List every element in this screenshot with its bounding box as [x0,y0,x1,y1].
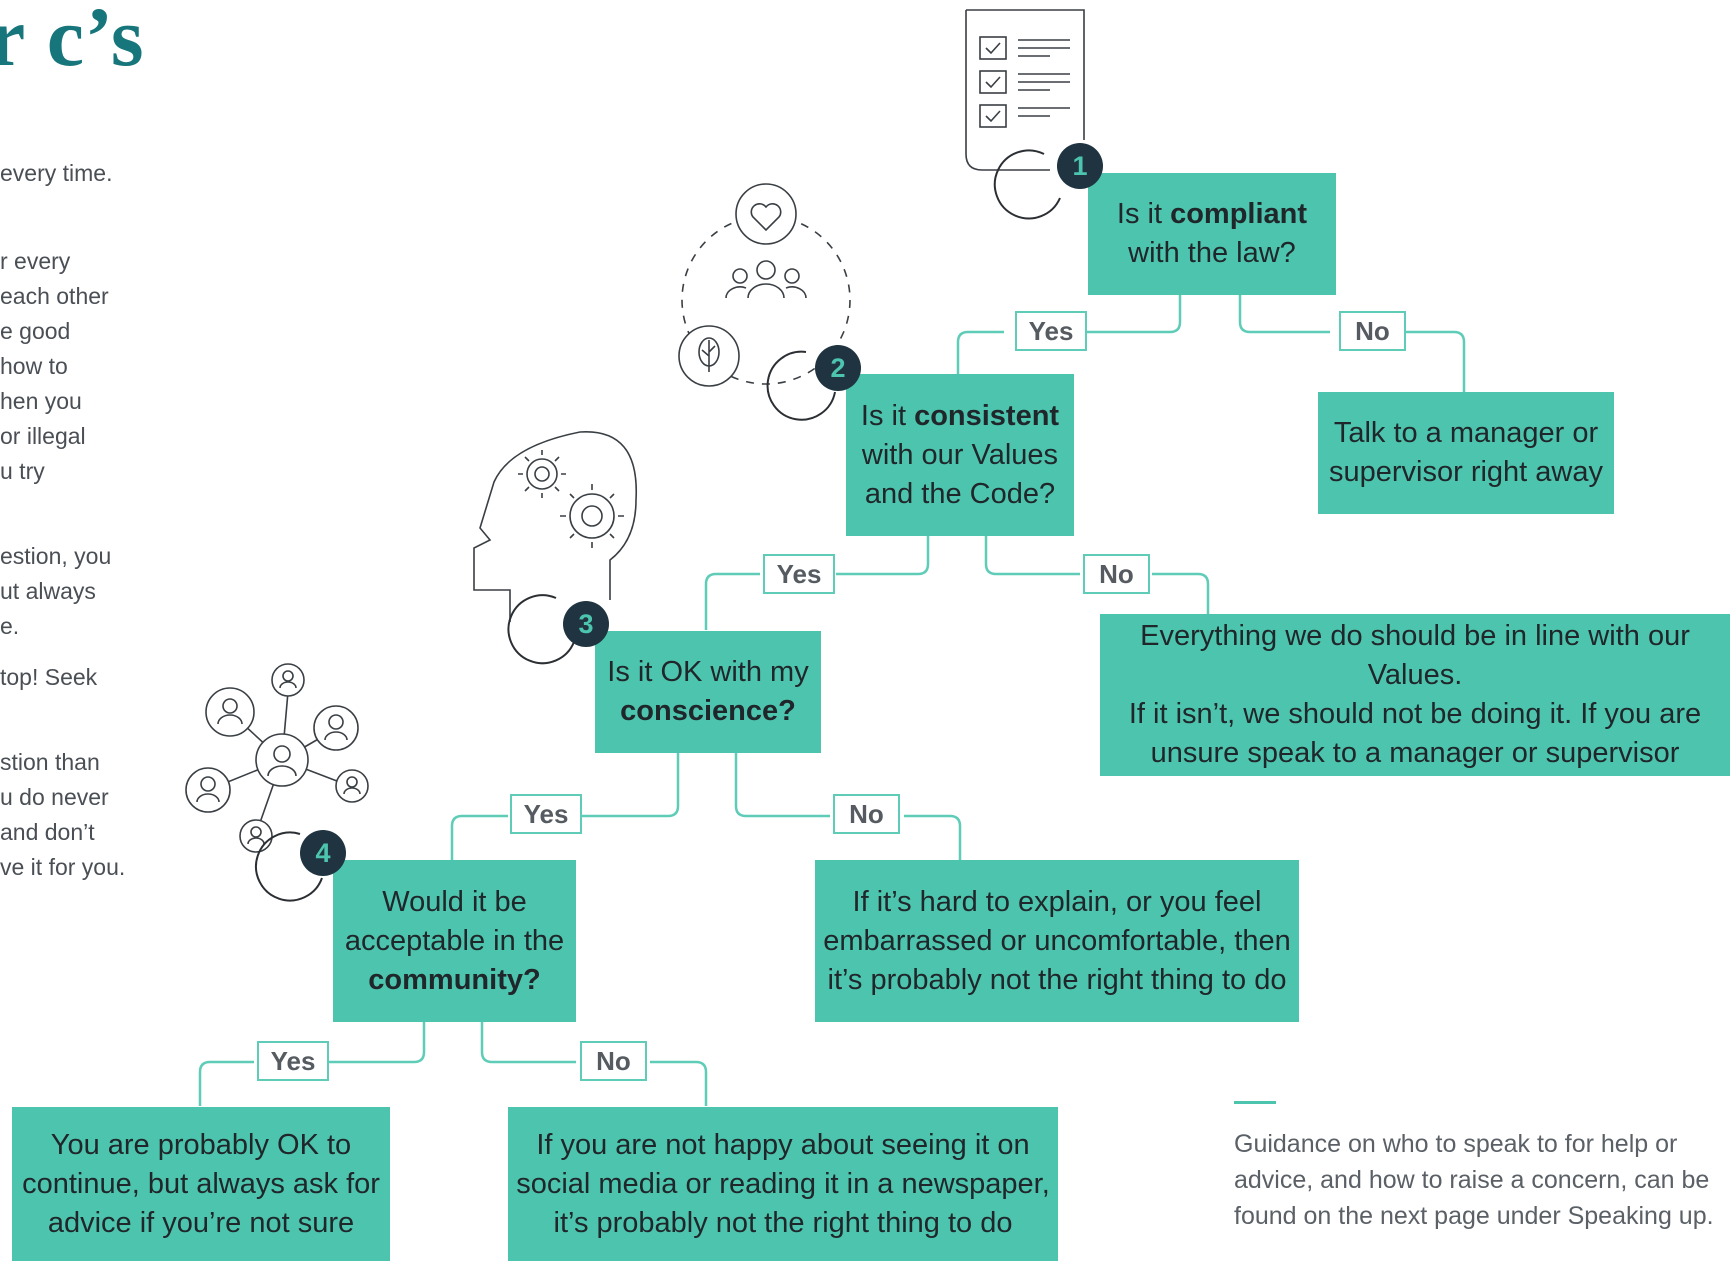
outcome-line: it’s probably not the right thing to do [553,1206,1013,1239]
values-icon [678,183,851,387]
side-line: each other [0,283,109,309]
side-line: estion, you [0,543,112,569]
outcome-line: If it’s hard to explain, or you feel [852,885,1262,918]
q2-bold: consistent [914,399,1060,432]
label-q1-no: No [1339,311,1406,351]
side-line: hen you [0,388,82,414]
side-line: how to [0,353,68,379]
question-3-box: Is it OK with my conscience? [595,631,821,753]
question-4-box: Would it be acceptable in the community? [333,860,576,1022]
checklist-icon [965,9,1085,171]
side-line: e good [0,318,71,344]
q4-bold: community? [368,963,541,996]
outcome-line: If you are not happy about seeing it on [536,1128,1030,1161]
outcome-line: it’s probably not the right thing to do [827,963,1287,996]
connector-q3-no [734,752,962,860]
side-line: ut always [0,578,96,604]
side-line: and don’t [0,819,95,845]
side-line: every time. [0,160,113,186]
outcome-q1-no: Talk to a manager or supervisor right awa… [1318,392,1614,514]
outcome-q3-no: If it’s hard to explain, or you feel emba… [815,860,1299,1022]
connector-q1-yes [956,294,1182,374]
outcome-line: Talk to a manager or [1333,417,1599,449]
q3-text: Is it OK with my [607,656,809,688]
outcome-q4-no: If you are not happy about seeing it on s… [508,1107,1058,1261]
side-line: u try [0,458,45,484]
side-line: stion than [0,749,100,775]
connector-q2-yes [704,534,930,630]
outcome-q4-yes: You are probably OK to continue, but alwa… [12,1107,390,1261]
badge-rings [255,149,1061,902]
step-badge-2: 2 [815,345,861,391]
connector-q2-no [984,534,1210,614]
head-gears-icon [473,431,637,622]
label-q1-yes: Yes [1015,311,1087,351]
q2-text3: and the Code? [864,477,1056,510]
guidance-rule [1234,1101,1276,1104]
label-q4-no: No [580,1041,647,1081]
q3-bold: conscience? [620,695,796,727]
outcome-line: embarrassed or uncomfortable, then [823,924,1291,957]
side-line: u do never [0,784,109,810]
step-badge-3: 3 [563,601,609,647]
connector-q4-no [480,1020,708,1106]
q1-bold: compliant [1170,198,1308,230]
label-q4-yes: Yes [257,1041,329,1081]
side-line: r every [0,248,71,274]
step-badge-1: 1 [1057,143,1103,189]
q1-text: Is it [1116,198,1171,230]
outcome-line: unsure speak to a manager or supervisor [1150,737,1680,769]
question-2-box: Is it consistent with our Values and the C… [846,374,1074,536]
outcome-line: You are probably OK to [50,1128,352,1161]
outcome-q2-no: Everything we do should be in line with … [1100,614,1730,776]
q2-text: Is it [860,399,915,432]
q4-text: Would it be [382,885,527,918]
connector-q1-no [1238,294,1466,392]
outcome-line: advice if you’re not sure [47,1206,355,1239]
step-badge-4: 4 [300,830,346,876]
community-network-icon [185,663,369,853]
label-q2-no: No [1083,554,1150,594]
label-q3-no: No [833,794,900,834]
outcome-line: Everything we do should be in line with … [1140,620,1690,691]
side-line: or illegal [0,423,86,449]
outcome-line: social media or reading it in a newspape… [516,1167,1050,1200]
label-q3-yes: Yes [510,794,582,834]
side-line: e. [0,613,20,639]
page-title: r c’s [0,0,145,84]
label-q2-yes: Yes [763,554,835,594]
outcome-line: If it isn’t, we should not be doing it. … [1128,698,1702,730]
outcome-line: supervisor right away [1329,456,1603,488]
q1-text2: with the law? [1128,237,1296,269]
side-line: ve it for you. [0,854,126,880]
side-line: top! Seek [0,664,98,690]
connector-q3-yes [450,752,680,860]
q2-text2: with our Values [861,438,1059,471]
q4-text2: acceptable in the [344,924,565,957]
guidance-text: Guidance on who to speak to for help or … [1234,1130,1714,1230]
question-1-box: Is it compliant with the law? [1088,173,1336,295]
outcome-line: continue, but always ask for [22,1167,380,1200]
connector-q4-yes [198,1020,426,1106]
